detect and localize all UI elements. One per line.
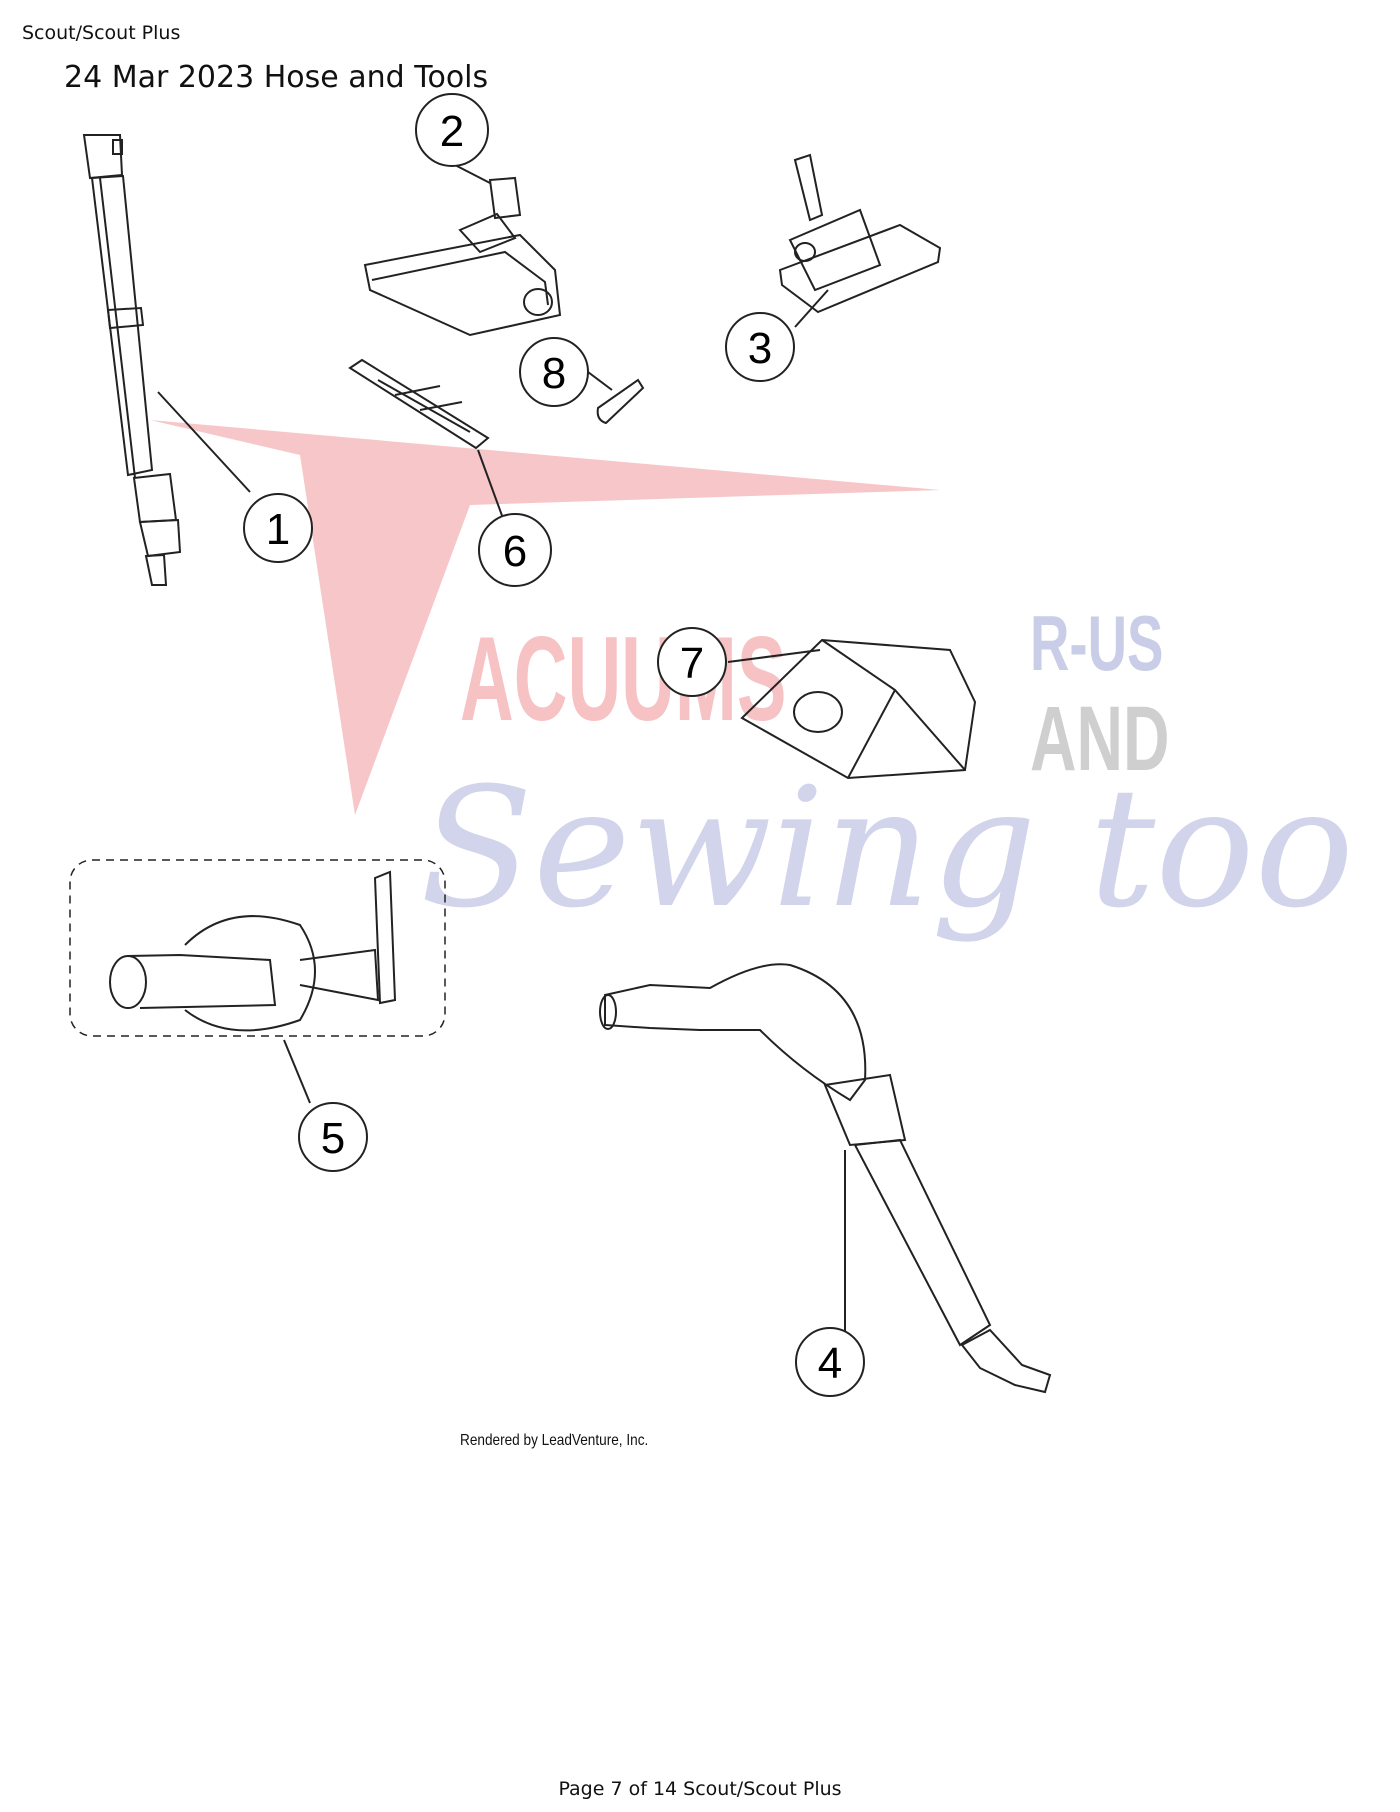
render-credit: Rendered by LeadVenture, Inc. [460, 1432, 649, 1449]
watermark-sewing-text: Sewing too [420, 752, 1354, 944]
callout-label: 2 [440, 107, 464, 156]
callout-3: 3 [725, 312, 795, 382]
watermark-swoosh [150, 420, 940, 815]
page-title: 24 Mar 2023 Hose and Tools [64, 60, 489, 95]
document-header: Scout/Scout Plus [22, 22, 181, 44]
power-nozzle-illustration [363, 164, 562, 337]
watermark-logo: ACUUMS R-US AND Sewing too [150, 420, 1354, 944]
callout-1: 1 [243, 493, 313, 563]
hose-illustration [599, 963, 1052, 1394]
callout-label: 3 [748, 324, 772, 373]
callout-label: 8 [542, 349, 566, 398]
wand-illustration [82, 134, 251, 586]
callout-5: 5 [298, 1102, 368, 1172]
callout-label: 5 [321, 1114, 345, 1163]
upholstery-tool-illustration [69, 859, 446, 1104]
watermark-vacuums-text: ACUUMS [460, 613, 786, 746]
callout-8: 8 [519, 337, 589, 407]
callout-7: 7 [657, 627, 727, 697]
callout-4: 4 [795, 1327, 865, 1397]
watermark-and-text: AND [1030, 687, 1170, 790]
belt-illustration [587, 371, 645, 425]
callout-2: 2 [415, 93, 489, 167]
page-footer: Page 7 of 14 Scout/Scout Plus [558, 1778, 842, 1800]
callout-6: 6 [478, 513, 552, 587]
dust-bag-illustration [727, 638, 977, 780]
callout-label: 6 [503, 527, 527, 576]
floor-tool-illustration [778, 153, 942, 328]
callout-label: 1 [266, 505, 290, 554]
callout-label: 7 [680, 639, 704, 688]
watermark-rus-text: R-US [1030, 600, 1163, 687]
brush-roll-illustration [348, 358, 509, 533]
callout-label: 4 [818, 1339, 842, 1388]
